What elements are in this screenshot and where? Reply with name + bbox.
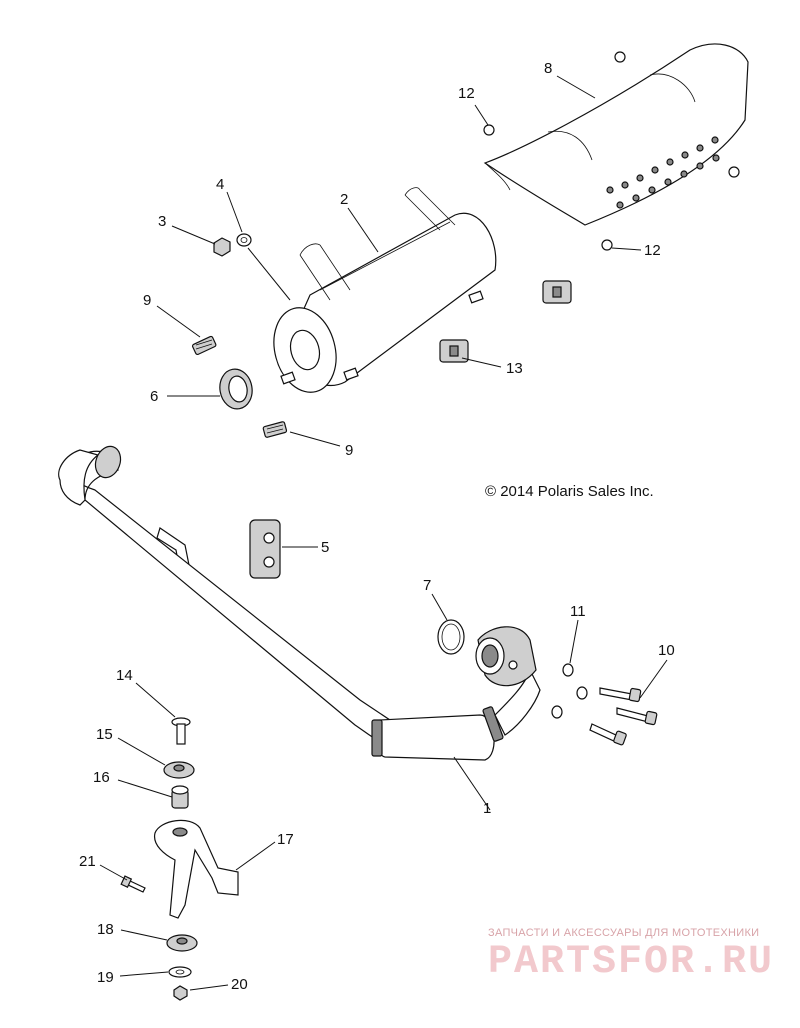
shield-nut bbox=[483, 51, 740, 251]
grommet-18 bbox=[166, 934, 198, 952]
callout-labels: 1 2 3 4 5 6 7 8 9 9 10 11 12 12 13 14 15… bbox=[79, 60, 675, 993]
bracket-17 bbox=[153, 819, 239, 919]
callout-21: 21 bbox=[79, 853, 96, 870]
washer-4 bbox=[236, 233, 252, 247]
bolt-10 bbox=[589, 687, 658, 746]
bushing-16 bbox=[171, 785, 189, 809]
callout-6: 6 bbox=[150, 388, 158, 405]
callout-12b: 12 bbox=[644, 242, 661, 259]
heat-shield bbox=[483, 43, 749, 226]
callout-4: 4 bbox=[216, 176, 224, 193]
callout-12a: 12 bbox=[458, 85, 475, 102]
isolator-5 bbox=[249, 519, 281, 579]
gasket-6 bbox=[219, 368, 253, 410]
pin-14 bbox=[171, 717, 191, 745]
spring-9b bbox=[262, 421, 288, 438]
callout-15: 15 bbox=[96, 726, 113, 743]
callout-1: 1 bbox=[483, 800, 491, 817]
watermark-tagline: ЗАПЧАСТИ И АКСЕССУАРЫ ДЛЯ МОТОТЕХНИКИ bbox=[488, 927, 760, 939]
callout-14: 14 bbox=[116, 667, 133, 684]
callout-9b: 9 bbox=[345, 442, 353, 459]
callout-19: 19 bbox=[97, 969, 114, 986]
callout-17: 17 bbox=[277, 831, 294, 848]
watermark-logo: PARTSFOR.RU bbox=[488, 940, 775, 985]
gasket-7 bbox=[437, 619, 465, 655]
grommet-15 bbox=[163, 761, 195, 779]
callout-7: 7 bbox=[423, 577, 431, 594]
screw-21 bbox=[120, 875, 146, 893]
muffler bbox=[273, 187, 497, 393]
exhaust-flange bbox=[475, 626, 537, 687]
callout-2: 2 bbox=[340, 191, 348, 208]
callout-9a: 9 bbox=[143, 292, 151, 309]
callout-13: 13 bbox=[506, 360, 523, 377]
washer-19 bbox=[168, 966, 192, 978]
spring-9a bbox=[191, 335, 217, 356]
nut-3 bbox=[213, 237, 231, 257]
washer-11 bbox=[551, 663, 588, 719]
callout-16: 16 bbox=[93, 769, 110, 786]
callout-10: 10 bbox=[658, 642, 675, 659]
head-pipe bbox=[58, 445, 541, 761]
callout-11: 11 bbox=[570, 603, 586, 620]
nut-20 bbox=[173, 985, 188, 1001]
callout-20: 20 bbox=[231, 976, 248, 993]
callout-5: 5 bbox=[321, 539, 329, 556]
leader-lines bbox=[99, 75, 668, 991]
copyright-notice: © 2014 Polaris Sales Inc. bbox=[485, 483, 654, 500]
callout-3: 3 bbox=[158, 213, 166, 230]
isolator-13 bbox=[439, 280, 572, 363]
callout-18: 18 bbox=[97, 921, 114, 938]
callout-8: 8 bbox=[544, 60, 552, 77]
